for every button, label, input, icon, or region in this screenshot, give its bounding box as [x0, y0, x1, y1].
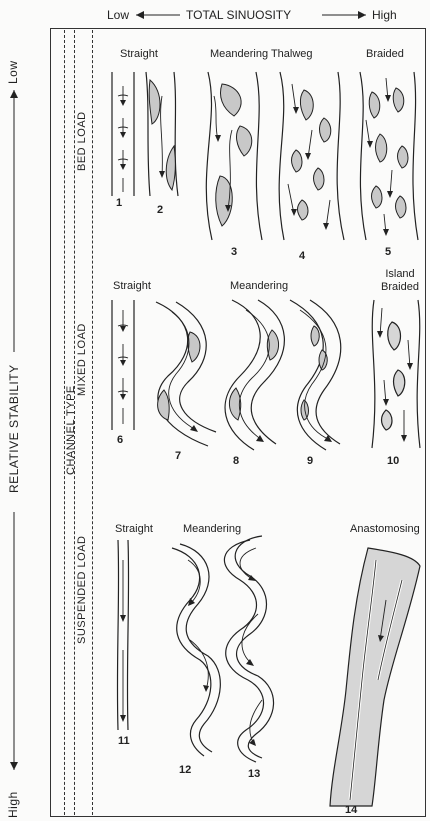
channel-13: [224, 536, 273, 762]
channel-number-14: 14: [345, 804, 357, 816]
channel-11-straight: [117, 540, 128, 730]
channel-number-12: 12: [179, 764, 191, 776]
channel-number-13: 13: [248, 768, 260, 780]
channel-number-11: 11: [118, 735, 130, 747]
channel-14: [330, 548, 420, 806]
channel-12: [172, 544, 220, 756]
